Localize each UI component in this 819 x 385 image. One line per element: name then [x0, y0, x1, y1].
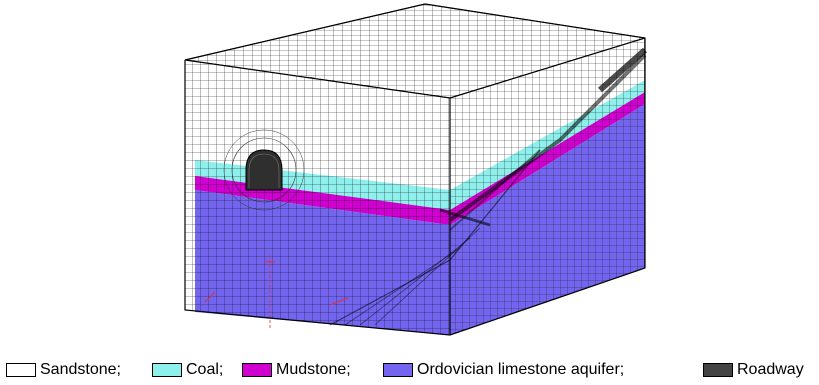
legend-label-coal: Coal; — [186, 361, 224, 378]
legend-item-limestone: Ordovician limestone aquifer; — [383, 361, 624, 379]
right-face — [448, 38, 647, 335]
sandstone-swatch-icon — [6, 363, 36, 377]
legend-label-roadway: Roadway — [737, 361, 804, 378]
roadway-swatch-icon — [703, 363, 733, 377]
legend-item-roadway: Roadway — [703, 361, 804, 379]
legend: Sandstone; Coal; Mudstone; Ordovician li… — [0, 357, 819, 383]
front-face — [185, 60, 450, 335]
legend-label-limestone: Ordovician limestone aquifer; — [417, 361, 625, 378]
legend-label-sandstone: Sandstone; — [40, 361, 121, 378]
box-outline — [184, 3, 646, 336]
legend-item-coal: Coal; — [152, 361, 223, 379]
mudstone-swatch-icon — [242, 363, 272, 377]
mesh-model-figure — [184, 3, 647, 336]
legend-item-sandstone: Sandstone; — [6, 361, 121, 379]
legend-label-mudstone: Mudstone; — [276, 361, 351, 378]
roadway — [223, 129, 305, 211]
legend-item-mudstone: Mudstone; — [242, 361, 351, 379]
limestone-swatch-icon — [383, 363, 413, 377]
coal-swatch-icon — [152, 363, 182, 377]
